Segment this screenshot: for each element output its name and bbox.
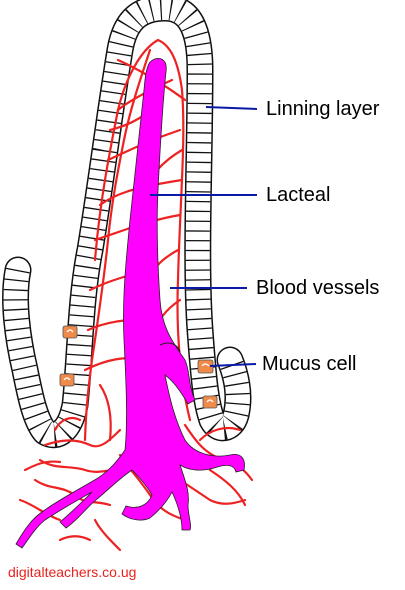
source-credit: digitalteachers.co.ug bbox=[8, 564, 136, 580]
label-mucus-cell: Mucus cell bbox=[262, 354, 356, 374]
leader-line-lining bbox=[206, 107, 257, 109]
leader-line-mucus-cell bbox=[210, 364, 256, 366]
label-lining-layer: Linning layer bbox=[266, 99, 379, 119]
mucus-cell-1 bbox=[63, 326, 77, 338]
mucus-cell-2 bbox=[60, 374, 74, 386]
label-blood-vessels: Blood vessels bbox=[256, 278, 379, 298]
label-lacteal: Lacteal bbox=[266, 185, 331, 205]
mucus-cell-4 bbox=[203, 396, 217, 408]
